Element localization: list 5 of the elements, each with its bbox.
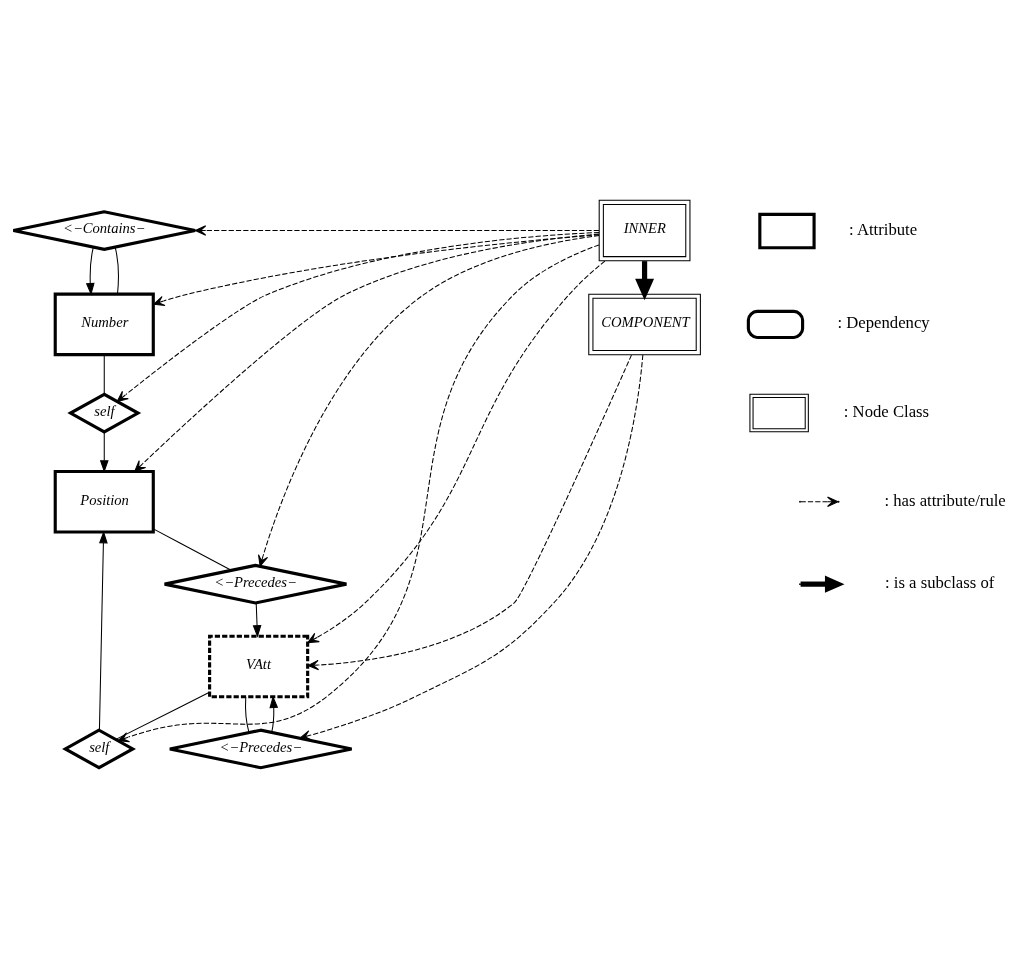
legend-label: : is a subclass of <box>884 573 994 593</box>
legend-label: : Node Class <box>843 402 929 422</box>
legend-label: : has attribute/rule <box>883 490 1006 510</box>
legend-label: : Dependency <box>837 313 930 333</box>
legend-label: : Attribute <box>848 220 917 240</box>
